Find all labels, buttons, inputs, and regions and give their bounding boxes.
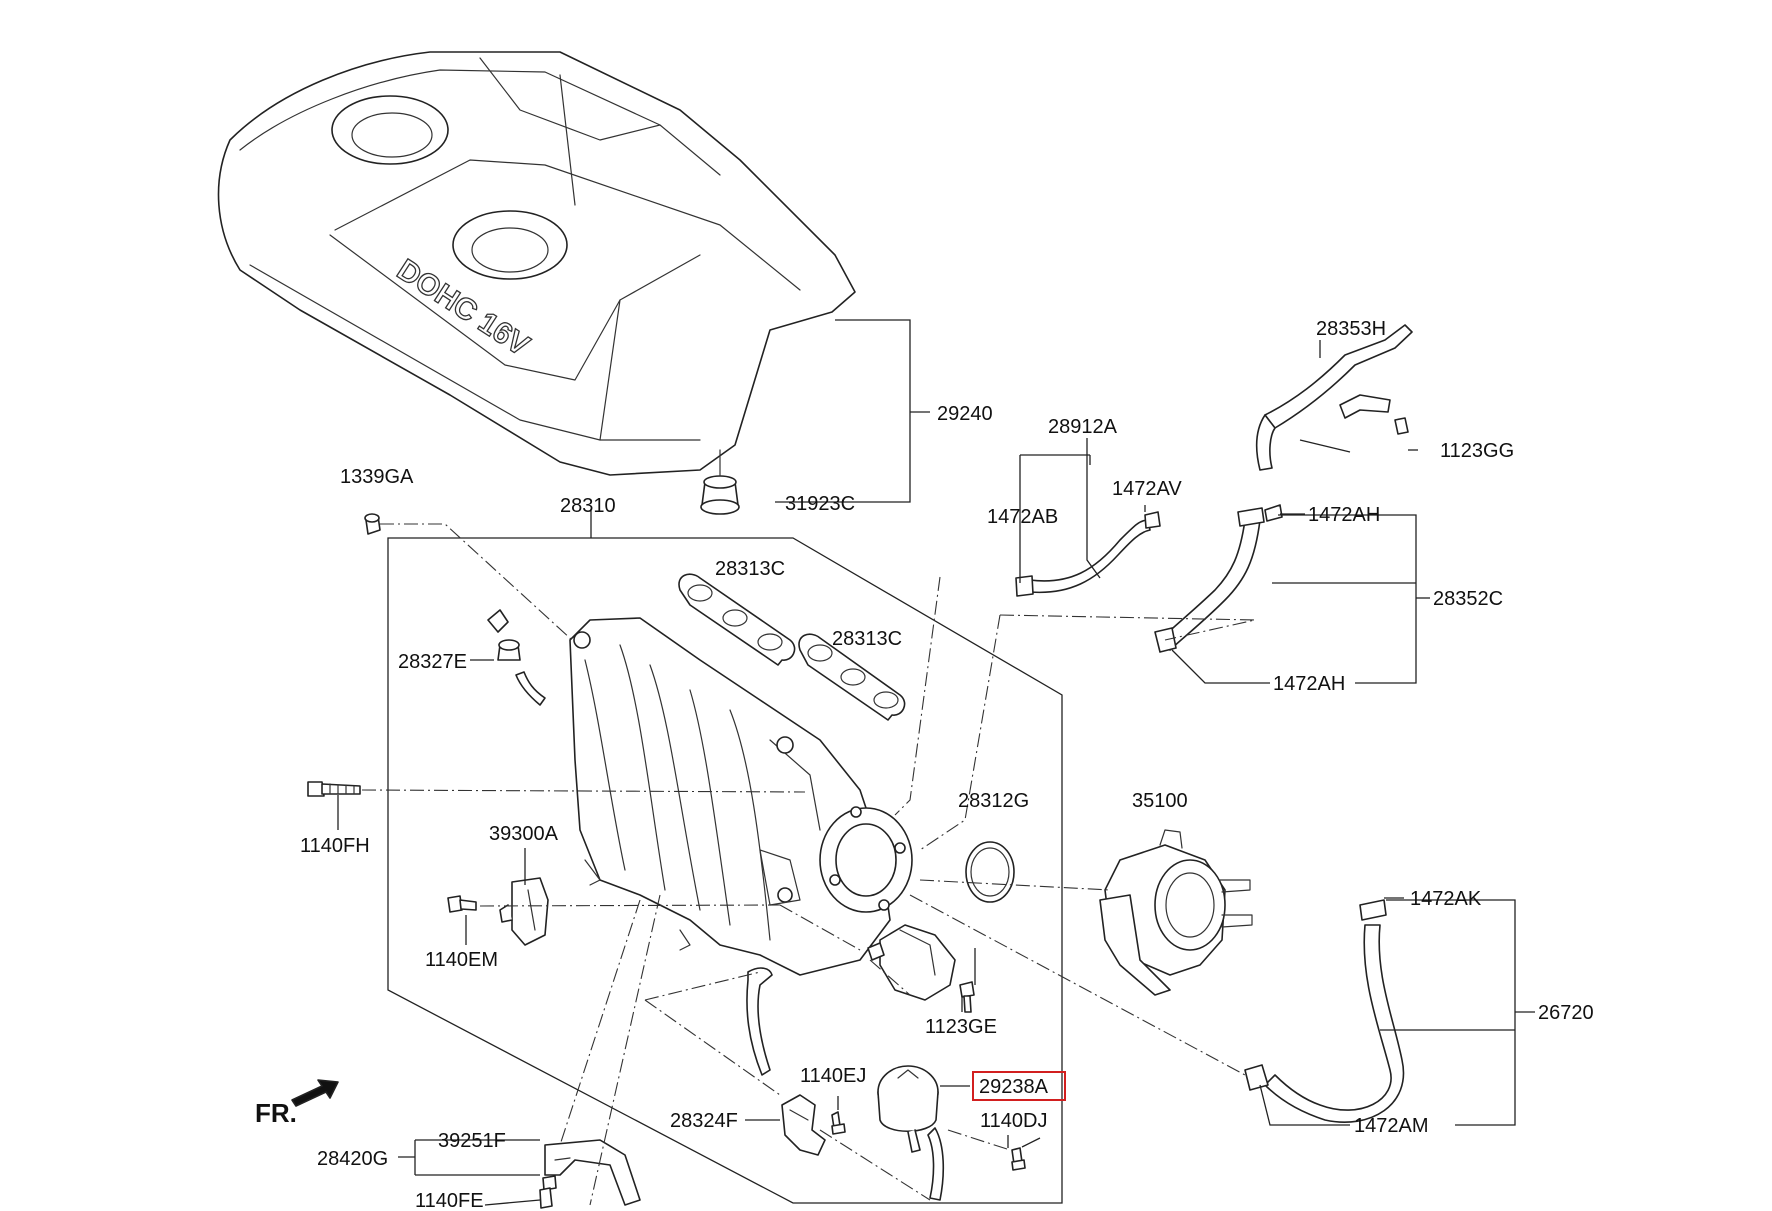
label-1472ah-top: 1472AH [1308,504,1380,526]
front-direction-indicator: FR. [255,1079,339,1128]
gasket-28313c-upper [678,573,796,666]
label-1472ab: 1472AB [987,506,1058,528]
front-direction-label: FR. [255,1098,297,1128]
label-39300a: 39300A [489,823,559,845]
label-1472av: 1472AV [1112,478,1182,500]
label-1123gg: 1123GG [1440,440,1514,462]
label-28310: 28310 [560,495,616,517]
label-1140em: 1140EM [425,949,498,971]
bolt-1123ge [959,981,975,1013]
engine-cover: DOHC 16V [217,51,856,476]
grommet-31923c [700,449,740,515]
label-26720: 26720 [1538,1002,1594,1024]
label-28352c: 28352C [1433,588,1503,610]
hose-28912a [1015,511,1161,597]
hose-28352c [1154,504,1283,653]
nut-1339ga [364,513,381,535]
label-1472am: 1472AM [1354,1115,1429,1137]
actuator-1123ge [867,924,956,1001]
label-28312g: 28312G [958,790,1029,812]
label-1140fe: 1140FE [415,1190,484,1211]
label-28327e: 28327E [398,651,467,673]
intake-manifold-body [569,617,913,976]
valve-28324f [781,1094,826,1156]
pcv-valve-28327e [487,609,546,706]
label-1472ak: 1472AK [1410,888,1482,910]
label-35100: 35100 [1132,790,1188,812]
bolt-1140fh [307,781,361,797]
pipe-28353h [1255,324,1413,471]
bolt-1140ej [831,1111,846,1135]
part-labels: 29240 31923C 28912A 1472AB 1472AV 28353H… [300,318,1594,1211]
bolt-1140em [447,895,477,913]
label-1140fh: 1140FH [300,835,370,857]
label-28313c-upper: 28313C [715,558,785,580]
highlight-box-29238a [972,1071,1066,1101]
label-28324f: 28324F [670,1110,738,1132]
label-28313c-lower: 28313C [832,628,902,650]
label-1472ah-bottom: 1472AH [1273,673,1345,695]
bracket-39251f [544,1139,641,1206]
sensor-39300a [499,877,549,946]
throttle-body-35100 [1099,829,1253,996]
label-28353h: 28353H [1316,318,1386,340]
label-29238a: 29238A [979,1076,1049,1098]
label-31923c: 31923C [785,493,855,515]
gasket-28313c-lower [798,633,906,721]
label-1123ge: 1123GE [925,1016,997,1038]
label-28912a: 28912A [1048,416,1118,438]
label-1140ej: 1140EJ [800,1065,866,1087]
label-1339ga: 1339GA [340,466,414,488]
label-39251f: 39251F [438,1130,506,1152]
label-28420g: 28420G [317,1148,388,1170]
label-29240: 29240 [937,403,993,425]
bolt-1140fe [539,1175,557,1209]
label-1140dj: 1140DJ [980,1110,1047,1132]
gasket-28312g [965,841,1015,903]
canister-29238a [877,1065,945,1201]
hose-26720 [1244,899,1405,1123]
bolt-1140dj [1011,1147,1026,1171]
